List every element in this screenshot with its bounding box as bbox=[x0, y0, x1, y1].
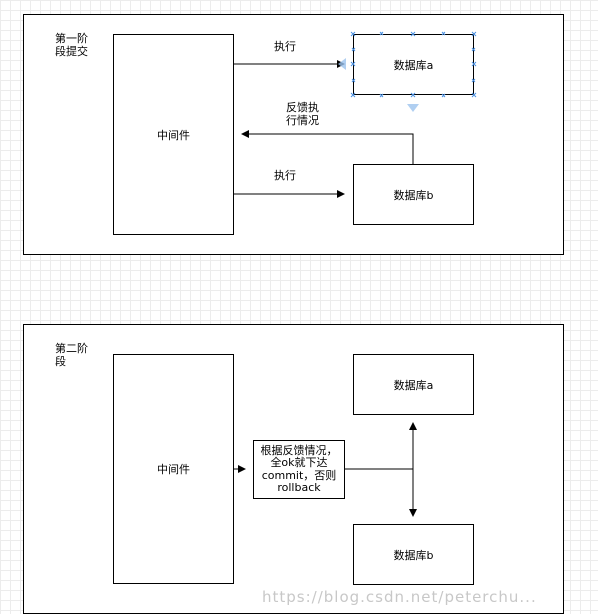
selection-handles[interactable] bbox=[350, 31, 477, 98]
phase1-exec-b-label: 执行 bbox=[274, 169, 296, 182]
phase1-feedback-arrow[interactable] bbox=[241, 130, 414, 164]
phase2-db-a-label: 数据库a bbox=[393, 378, 434, 392]
phase1-middleware-box[interactable]: 中间件 bbox=[113, 34, 234, 235]
phase1-db-b-label: 数据库b bbox=[393, 188, 434, 202]
phase1-title: 第一阶 段提交 bbox=[55, 32, 88, 58]
phase2-db-b-box[interactable]: 数据库b bbox=[353, 524, 474, 585]
phase1-db-b-box[interactable]: 数据库b bbox=[353, 164, 474, 225]
phase2-middleware-label: 中间件 bbox=[157, 463, 190, 476]
connect-hint-left-icon[interactable] bbox=[338, 58, 346, 70]
connector-layer bbox=[234, 31, 477, 517]
connect-hint-down-icon[interactable] bbox=[407, 104, 419, 112]
phase1-middleware-label: 中间件 bbox=[157, 128, 190, 142]
phase2-db-b-label: 数据库b bbox=[393, 548, 434, 562]
phase1-db-a-label: 数据库a bbox=[393, 58, 434, 72]
phase2-middleware-box[interactable]: 中间件 bbox=[113, 354, 234, 584]
phase1-exec-a-label: 执行 bbox=[274, 40, 296, 53]
phase2-db-a-box[interactable]: 数据库a bbox=[353, 354, 474, 415]
watermark: https://blog.csdn.net/peterchu... bbox=[262, 588, 537, 606]
phase2-decision-note[interactable]: 根据反馈情况， 全ok就下达 commit，否则 rollback bbox=[253, 440, 345, 499]
phase1-feedback-label: 反馈执 行情况 bbox=[286, 101, 319, 127]
phase2-title: 第二阶 段 bbox=[55, 342, 88, 368]
